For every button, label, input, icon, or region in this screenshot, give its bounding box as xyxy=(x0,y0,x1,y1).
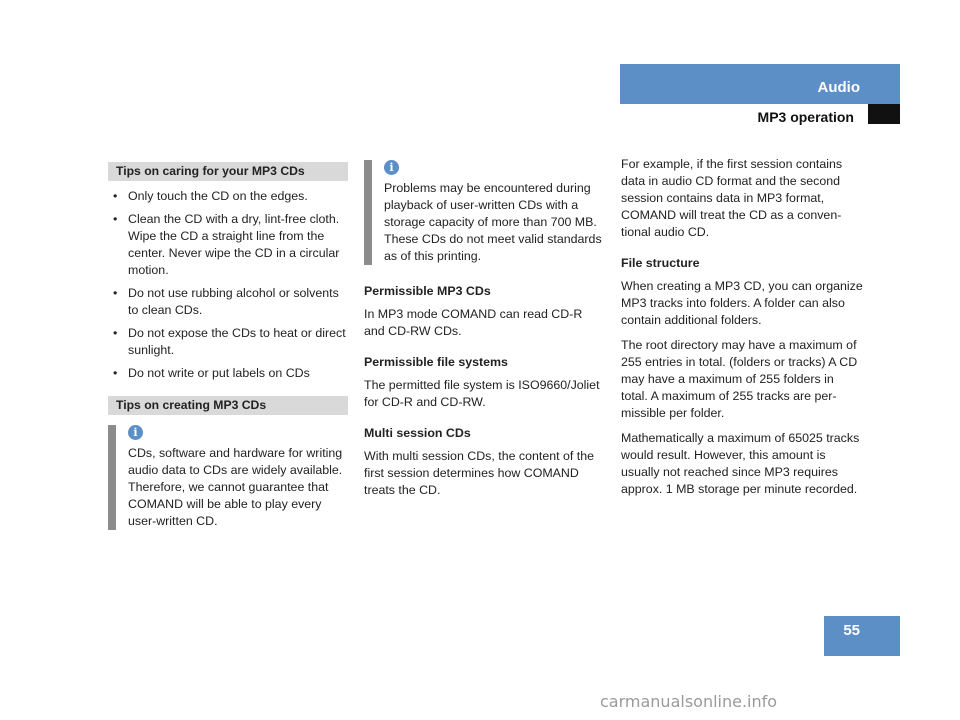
left-column: Tips on caring for your MP3 CDs Only tou… xyxy=(108,162,348,538)
right-column: For example, if the first session contai… xyxy=(621,156,863,506)
list-item: Do not write or put labels on CDs xyxy=(108,365,348,382)
storage-info-text: Problems may be encountered during playb… xyxy=(384,181,602,263)
math-text: Mathematically a maximum of 65025 tracks… xyxy=(621,431,860,496)
list-item: Clean the CD with a dry, lint-free cloth… xyxy=(108,211,348,279)
file-structure-text: When creating a MP3 CD, you can organize… xyxy=(621,279,863,327)
example-text: For example, if the first session contai… xyxy=(621,157,843,239)
root-directory-text: The root directory may have a maximum of… xyxy=(621,338,858,420)
info-icon: i xyxy=(128,425,143,440)
creating-info-text: CDs, software and hardware for writing a… xyxy=(128,446,343,528)
watermark: carmanualsonline.info xyxy=(600,692,778,711)
permissible-cds-heading: Permissible MP3 CDs xyxy=(364,284,491,298)
storage-info-block: i Problems may be encountered during pla… xyxy=(364,160,604,265)
file-structure-heading: File structure xyxy=(621,256,700,270)
multi-session-heading: Multi session CDs xyxy=(364,426,471,440)
header-corner-block xyxy=(868,104,900,124)
info-icon: i xyxy=(384,160,399,175)
tips-creating-heading: Tips on creating MP3 CDs xyxy=(108,396,348,415)
multi-session-text: With multi session CDs, the content of t… xyxy=(364,449,595,497)
subsection-title-bar: MP3 operation xyxy=(620,106,860,128)
list-item: Do not use rubbing alcohol or solvents t… xyxy=(108,285,348,319)
tips-caring-heading: Tips on caring for your MP3 CDs xyxy=(108,162,348,181)
subsection-title: MP3 operation xyxy=(757,109,854,125)
middle-column: i Problems may be encountered during pla… xyxy=(364,160,604,507)
list-item: Only touch the CD on the edges. xyxy=(108,188,348,205)
page-number: 55 xyxy=(843,622,860,639)
section-header-box: Audio xyxy=(620,64,900,104)
page-number-box: 55 xyxy=(824,616,900,656)
creating-info-block: i CDs, software and hardware for writing… xyxy=(108,425,348,530)
caring-list: Only touch the CD on the edges. Clean th… xyxy=(108,188,348,382)
permissible-cds-text: In MP3 mode COMAND can read CD-R and CD-… xyxy=(364,307,583,338)
file-systems-heading: Permissible file systems xyxy=(364,355,508,369)
section-title: Audio xyxy=(817,79,861,96)
file-systems-text: The permitted file system is ISO9660/Jol… xyxy=(364,378,600,409)
list-item: Do not expose the CDs to heat or direct … xyxy=(108,325,348,359)
